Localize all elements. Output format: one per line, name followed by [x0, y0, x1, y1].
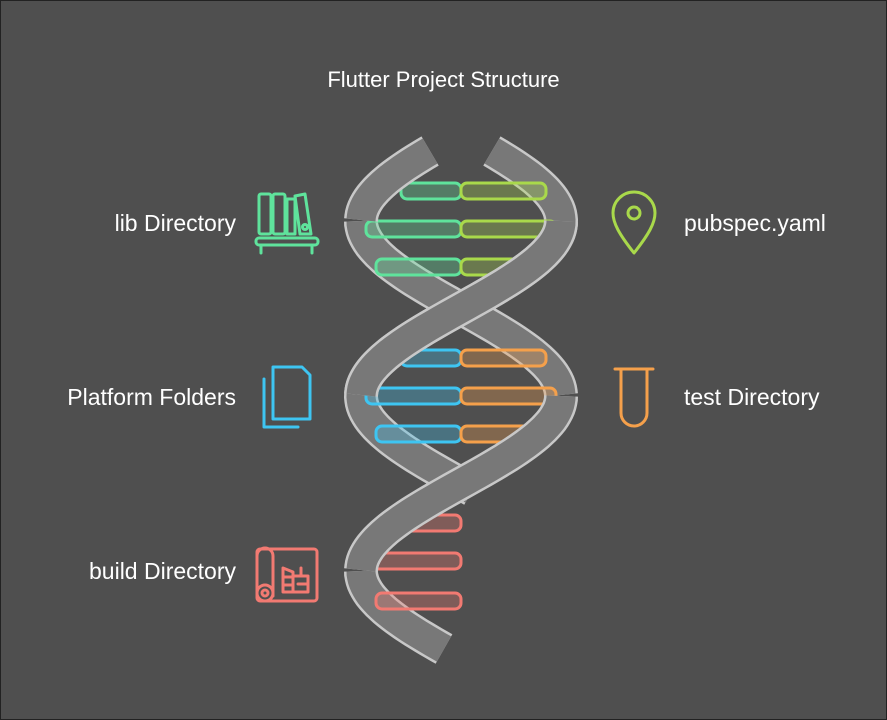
- label-pubspec: pubspec.yaml: [684, 210, 826, 236]
- base-pair-lib-1: [364, 219, 558, 239]
- strand-a-top-front: [344, 136, 439, 222]
- base-pair-platform-0: [399, 348, 548, 368]
- strand-a-front: [344, 395, 578, 572]
- diagram-title: Flutter Project Structure: [327, 67, 560, 92]
- label-test-directory: test Directory: [684, 384, 820, 410]
- base-pair-platform-1: [364, 386, 558, 406]
- base-pair-build-2: [374, 591, 463, 611]
- strand-b-front: [344, 220, 578, 397]
- base-pair-lib-0: [399, 181, 548, 201]
- label-platform-folders: Platform Folders: [67, 384, 236, 410]
- label-lib-directory: lib Directory: [114, 210, 236, 236]
- label-build-directory: build Directory: [89, 558, 236, 584]
